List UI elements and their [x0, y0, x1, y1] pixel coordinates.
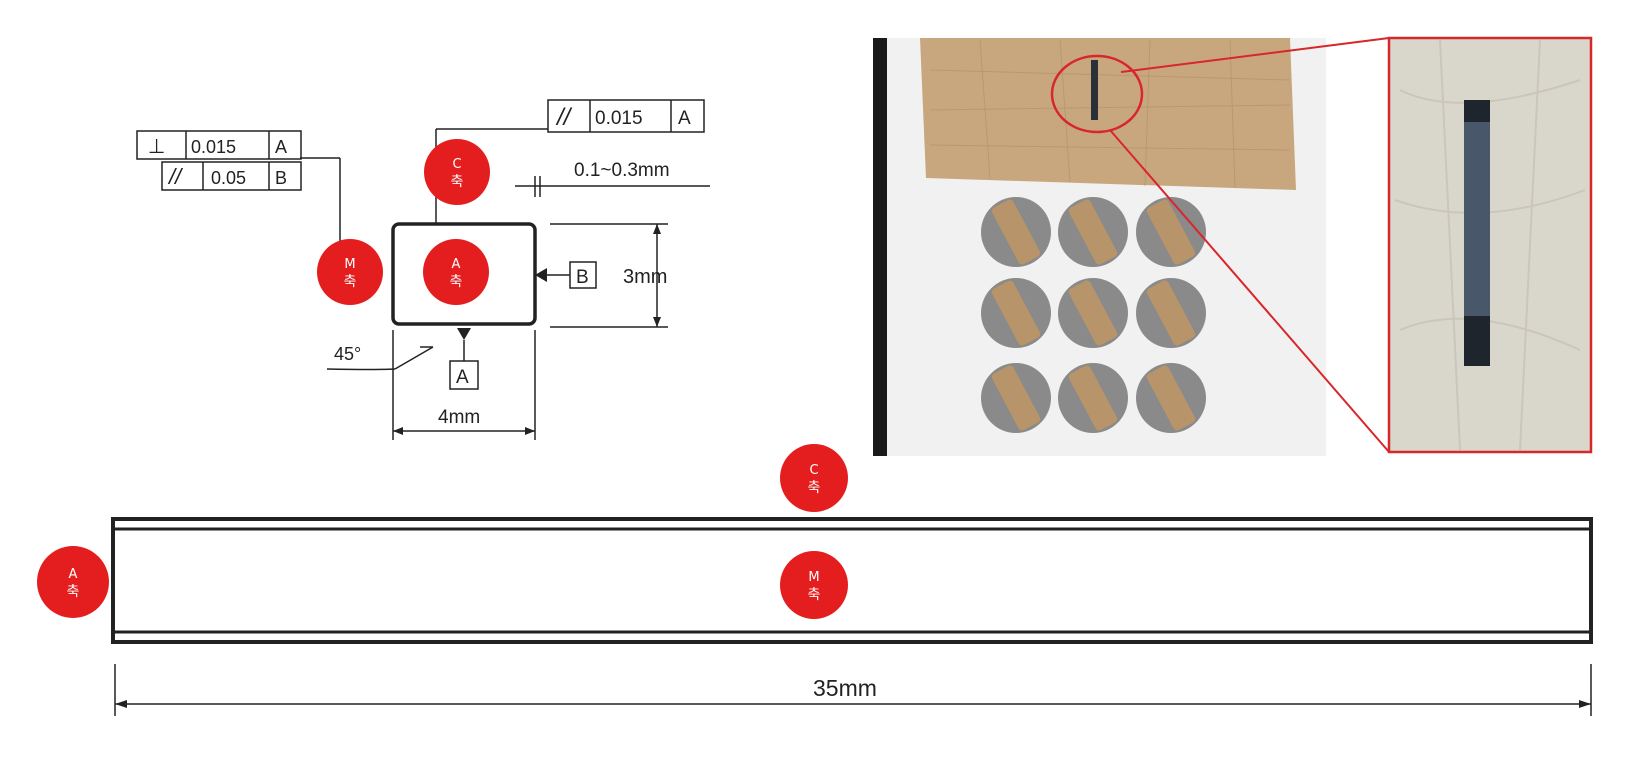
- height-label: 3mm: [623, 266, 667, 288]
- zoomed-photo: [1387, 36, 1593, 454]
- sample-small: [1091, 60, 1098, 120]
- datum-a-triangle: [457, 328, 471, 340]
- angle-arc: [326, 368, 396, 371]
- length-label: 35mm: [813, 675, 877, 701]
- top-feature-control-frame: [547, 99, 705, 133]
- zoom-highlight-ellipse: [1050, 54, 1144, 134]
- datum-a-box: [449, 360, 479, 390]
- top-frame-tolerance: 0.015: [595, 108, 643, 129]
- chamfer-label: 0.1~0.3mm: [574, 160, 670, 181]
- angle-label: 45°: [334, 344, 361, 364]
- svg-text:C: C: [452, 157, 461, 172]
- svg-text:M: M: [344, 257, 355, 272]
- tray-piece: [1146, 280, 1196, 346]
- tray-piece: [991, 280, 1041, 346]
- axis-marker-c-side-view: C 축: [780, 444, 848, 512]
- svg-text:C: C: [809, 463, 818, 478]
- zoom-connector-top: [1120, 37, 1390, 73]
- svg-text:축: 축: [450, 274, 463, 290]
- axis-marker-m-side-view: M 축: [780, 551, 848, 619]
- left-feature-control-frames: [136, 130, 302, 191]
- svg-text:축: 축: [451, 174, 464, 190]
- datum-b-label: B: [576, 267, 589, 288]
- specimen-photo: [873, 38, 1326, 456]
- axis-marker-a-side-view: A 축: [37, 546, 109, 618]
- datum-a-label: A: [456, 367, 469, 388]
- zoomed-photo-frame: [1387, 36, 1593, 454]
- left-frame-2-symbol: //: [167, 164, 183, 189]
- tray-piece: [1146, 365, 1196, 431]
- tray-piece: [1146, 199, 1196, 265]
- svg-text:A: A: [69, 567, 78, 582]
- top-frame-symbol: //: [555, 104, 573, 131]
- tray-piece: [991, 199, 1041, 265]
- datum-b-triangle: [535, 268, 547, 282]
- top-frame-datum: A: [678, 108, 691, 129]
- svg-text:축: 축: [808, 587, 821, 603]
- left-frame-2-datum: B: [275, 168, 287, 188]
- left-frame-1-datum: A: [275, 137, 287, 157]
- left-frame-1-tolerance: 0.015: [191, 137, 236, 157]
- axis-marker-c-cross-section: C 축: [424, 139, 490, 205]
- left-frame-1-symbol: ⊥: [148, 136, 165, 158]
- datum-b-box: [569, 261, 597, 289]
- cross-section-drawing: [300, 128, 710, 440]
- specimen-side-view: [111, 517, 1593, 716]
- tray-piece: [1068, 199, 1118, 265]
- width-label: 4mm: [438, 407, 480, 428]
- tape-sheet: [920, 38, 1296, 190]
- axis-marker-a-cross-section: A 축: [423, 239, 489, 305]
- tray-holes: [981, 197, 1206, 433]
- svg-text:축: 축: [67, 584, 80, 600]
- svg-text:M: M: [808, 570, 819, 585]
- svg-text:축: 축: [344, 274, 357, 290]
- cross-section-outline: [391, 222, 537, 326]
- tray-piece: [1068, 365, 1118, 431]
- axis-marker-m-cross-section: M 축: [317, 239, 383, 305]
- left-frame-2-tolerance: 0.05: [211, 168, 246, 188]
- specimen-outer: [111, 517, 1593, 644]
- tray-piece: [1068, 280, 1118, 346]
- svg-text:A: A: [452, 257, 461, 272]
- zoom-connector-bottom: [1109, 129, 1390, 453]
- tray-piece: [991, 365, 1041, 431]
- svg-text:축: 축: [808, 480, 821, 496]
